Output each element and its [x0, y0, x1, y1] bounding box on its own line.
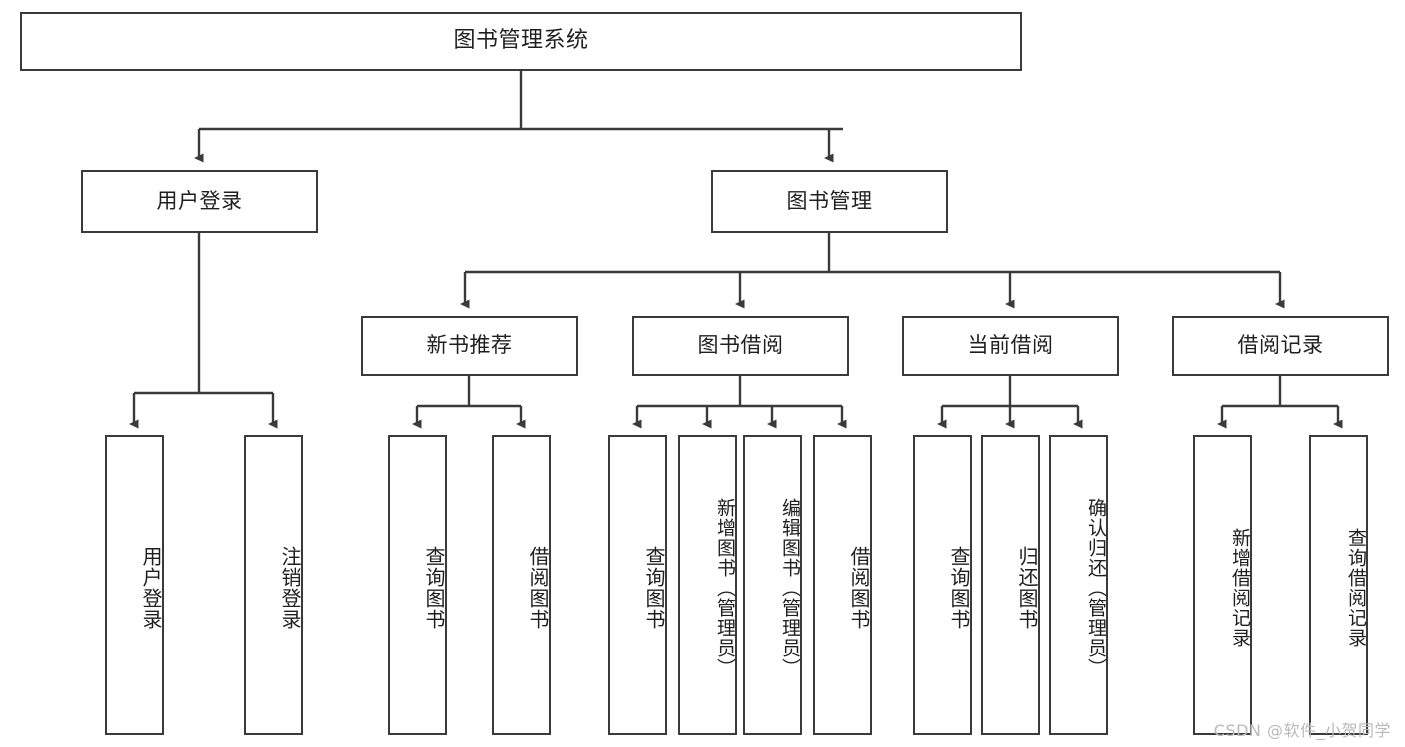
leaf-return-book[interactable]: 归还图书 [981, 435, 1040, 735]
leaf-label: 查询图书 [642, 546, 666, 630]
node-root-system[interactable]: 图书管理系统 [20, 12, 1022, 71]
leaf-label: 注销登录 [278, 546, 302, 630]
leaf-borrow-book-2[interactable]: 借阅图书 [813, 435, 872, 735]
node-book-management[interactable]: 图书管理 [711, 170, 948, 233]
leaf-label: 新增借阅记录 [1229, 528, 1251, 648]
node-current-borrow[interactable]: 当前借阅 [902, 316, 1119, 376]
leaf-add-record[interactable]: 新增借阅记录 [1193, 435, 1252, 735]
watermark-text: CSDN @软件_小贺同学 [1213, 721, 1391, 740]
leaf-query-book-1[interactable]: 查询图书 [388, 435, 447, 735]
leaf-label: 编辑图书（管理员） [779, 498, 801, 678]
node-borrow-record[interactable]: 借阅记录 [1172, 316, 1389, 376]
leaf-label: 查询借阅记录 [1345, 528, 1367, 648]
leaf-label: 借阅图书 [847, 546, 871, 630]
node-new-book-recommend[interactable]: 新书推荐 [361, 316, 578, 376]
leaf-label: 借阅图书 [526, 546, 550, 630]
leaf-label: 查询图书 [422, 546, 446, 630]
leaf-label: 新增图书（管理员） [714, 498, 736, 678]
leaf-borrow-book-1[interactable]: 借阅图书 [492, 435, 551, 735]
node-user-login[interactable]: 用户登录 [81, 170, 318, 233]
leaf-add-book[interactable]: 新增图书（管理员） [678, 435, 737, 735]
leaf-user-login[interactable]: 用户登录 [105, 435, 164, 735]
leaf-label: 归还图书 [1015, 546, 1039, 630]
leaf-user-logout[interactable]: 注销登录 [244, 435, 303, 735]
leaf-query-book-3[interactable]: 查询图书 [913, 435, 972, 735]
leaf-label: 用户登录 [139, 546, 163, 630]
leaf-edit-book[interactable]: 编辑图书（管理员） [743, 435, 802, 735]
leaf-confirm-return[interactable]: 确认归还（管理员） [1049, 435, 1108, 735]
leaf-query-record[interactable]: 查询借阅记录 [1309, 435, 1368, 735]
leaf-query-book-2[interactable]: 查询图书 [608, 435, 667, 735]
leaf-label: 确认归还（管理员） [1085, 498, 1107, 678]
node-book-borrow[interactable]: 图书借阅 [632, 316, 849, 376]
leaf-label: 查询图书 [947, 546, 971, 630]
